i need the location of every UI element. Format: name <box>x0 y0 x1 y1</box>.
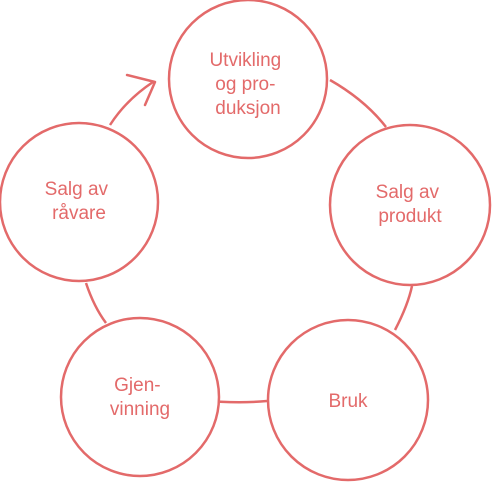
cycle-arrowhead-icon <box>125 73 157 107</box>
node-circle-bruk <box>266 318 430 482</box>
node-circle-utvikling <box>167 0 329 160</box>
connector-salg-produkt-to-bruk <box>393 285 414 331</box>
node-label-bruk: Bruk <box>328 391 368 412</box>
cycle-connectors <box>84 73 414 404</box>
node-circle-salg-produkt <box>328 123 492 287</box>
connector-gjenvinning-to-salg-ravare <box>84 282 108 324</box>
node-label-gjenvinning: Gjen- vinning <box>110 375 170 420</box>
connector-salg-ravare-to-utvikling <box>108 80 154 126</box>
connector-utvikling-to-salg-produkt <box>329 78 387 128</box>
node-label-salg-produkt: Salg av produkt <box>376 182 445 227</box>
node-label-salg-ravare: Salg av råvare <box>45 179 114 224</box>
node-circle-salg-ravare <box>0 121 160 283</box>
node-label-utvikling: Utvikling og pro- duksjon <box>209 50 286 119</box>
node-circle-gjenvinning <box>59 316 221 478</box>
